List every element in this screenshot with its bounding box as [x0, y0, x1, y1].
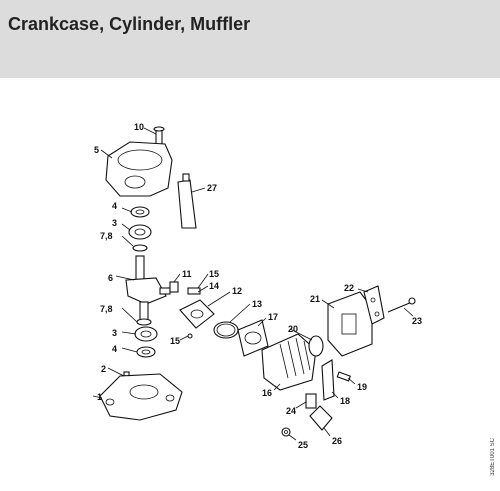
- part-7-8-shim-lower[interactable]: [136, 318, 152, 326]
- callout-1: 1: [97, 392, 102, 402]
- part-10-screw[interactable]: [153, 126, 165, 147]
- part-21-muffler[interactable]: [327, 291, 373, 357]
- part-5-crankcase-half[interactable]: [105, 141, 173, 197]
- part-15-circlip[interactable]: [187, 333, 193, 339]
- callout-23: 23: [412, 316, 422, 326]
- part-6-crankshaft[interactable]: [125, 255, 171, 321]
- callout-7-8-lower: 7,8: [100, 304, 113, 314]
- callout-24: 24: [286, 406, 296, 416]
- part-25-nut[interactable]: [281, 427, 291, 437]
- callout-26: 26: [332, 436, 342, 446]
- callout-11: 11: [182, 269, 192, 279]
- callout-12: 12: [232, 286, 242, 296]
- callout-19: 19: [357, 382, 367, 392]
- part-17-gasket[interactable]: [237, 319, 269, 357]
- callout-4-lower: 4: [112, 344, 117, 354]
- callout-3-lower: 3: [112, 328, 117, 338]
- part-13-piston-ring[interactable]: [213, 321, 239, 339]
- part-4-seal-upper[interactable]: [130, 206, 150, 218]
- callout-22: 22: [344, 283, 354, 293]
- part-27-tube[interactable]: [177, 173, 197, 229]
- part-24-plug-boot[interactable]: [305, 393, 317, 409]
- callout-5: 5: [94, 145, 99, 155]
- part-3-bearing-lower[interactable]: [134, 326, 158, 342]
- leader-lines: [92, 127, 414, 441]
- part-14-piston-pin[interactable]: [187, 287, 201, 295]
- callout-4-upper: 4: [112, 201, 117, 211]
- header-bar: Crankcase, Cylinder, Muffler: [0, 0, 500, 78]
- diagram-svg: 1 2 3 4 5 6 7,8 7,8 3 4 10 11 12 13 14 1…: [92, 122, 422, 450]
- part-1-crankcase-half[interactable]: [99, 373, 183, 421]
- callout-14: 14: [209, 281, 219, 291]
- callout-3-upper: 3: [112, 218, 117, 228]
- callout-27: 27: [207, 183, 217, 193]
- callout-7-8-upper: 7,8: [100, 231, 113, 241]
- part-26-spark-plug[interactable]: [309, 405, 333, 431]
- callout-15-upper: 15: [209, 269, 219, 279]
- part-18-plate[interactable]: [321, 359, 335, 401]
- part-16-cylinder[interactable]: [261, 333, 317, 391]
- part-7-8-shim-upper[interactable]: [132, 244, 148, 252]
- part-3-bearing-upper[interactable]: [128, 224, 152, 240]
- callout-15-lower: 15: [170, 336, 180, 346]
- part-4-seal-lower[interactable]: [136, 346, 156, 358]
- callout-16: 16: [262, 388, 272, 398]
- part-11-needle-cage[interactable]: [169, 281, 179, 293]
- document-id: 328ET001 SC: [490, 438, 496, 476]
- part-22-bracket[interactable]: [363, 285, 385, 325]
- callout-6: 6: [108, 273, 113, 283]
- part-20-gasket[interactable]: [308, 335, 324, 357]
- callout-10: 10: [134, 122, 144, 132]
- callout-21: 21: [310, 294, 320, 304]
- part-23-screw[interactable]: [387, 297, 416, 313]
- callout-13: 13: [252, 299, 262, 309]
- exploded-parts-diagram: 1 2 3 4 5 6 7,8 7,8 3 4 10 11 12 13 14 1…: [0, 78, 500, 486]
- callout-20: 20: [288, 324, 298, 334]
- callout-18: 18: [340, 396, 350, 406]
- callout-25: 25: [298, 440, 308, 450]
- callout-17: 17: [268, 312, 278, 322]
- callout-2: 2: [101, 364, 106, 374]
- part-19-screw[interactable]: [336, 371, 352, 382]
- part-12-piston[interactable]: [179, 299, 215, 329]
- page-title: Crankcase, Cylinder, Muffler: [8, 14, 251, 34]
